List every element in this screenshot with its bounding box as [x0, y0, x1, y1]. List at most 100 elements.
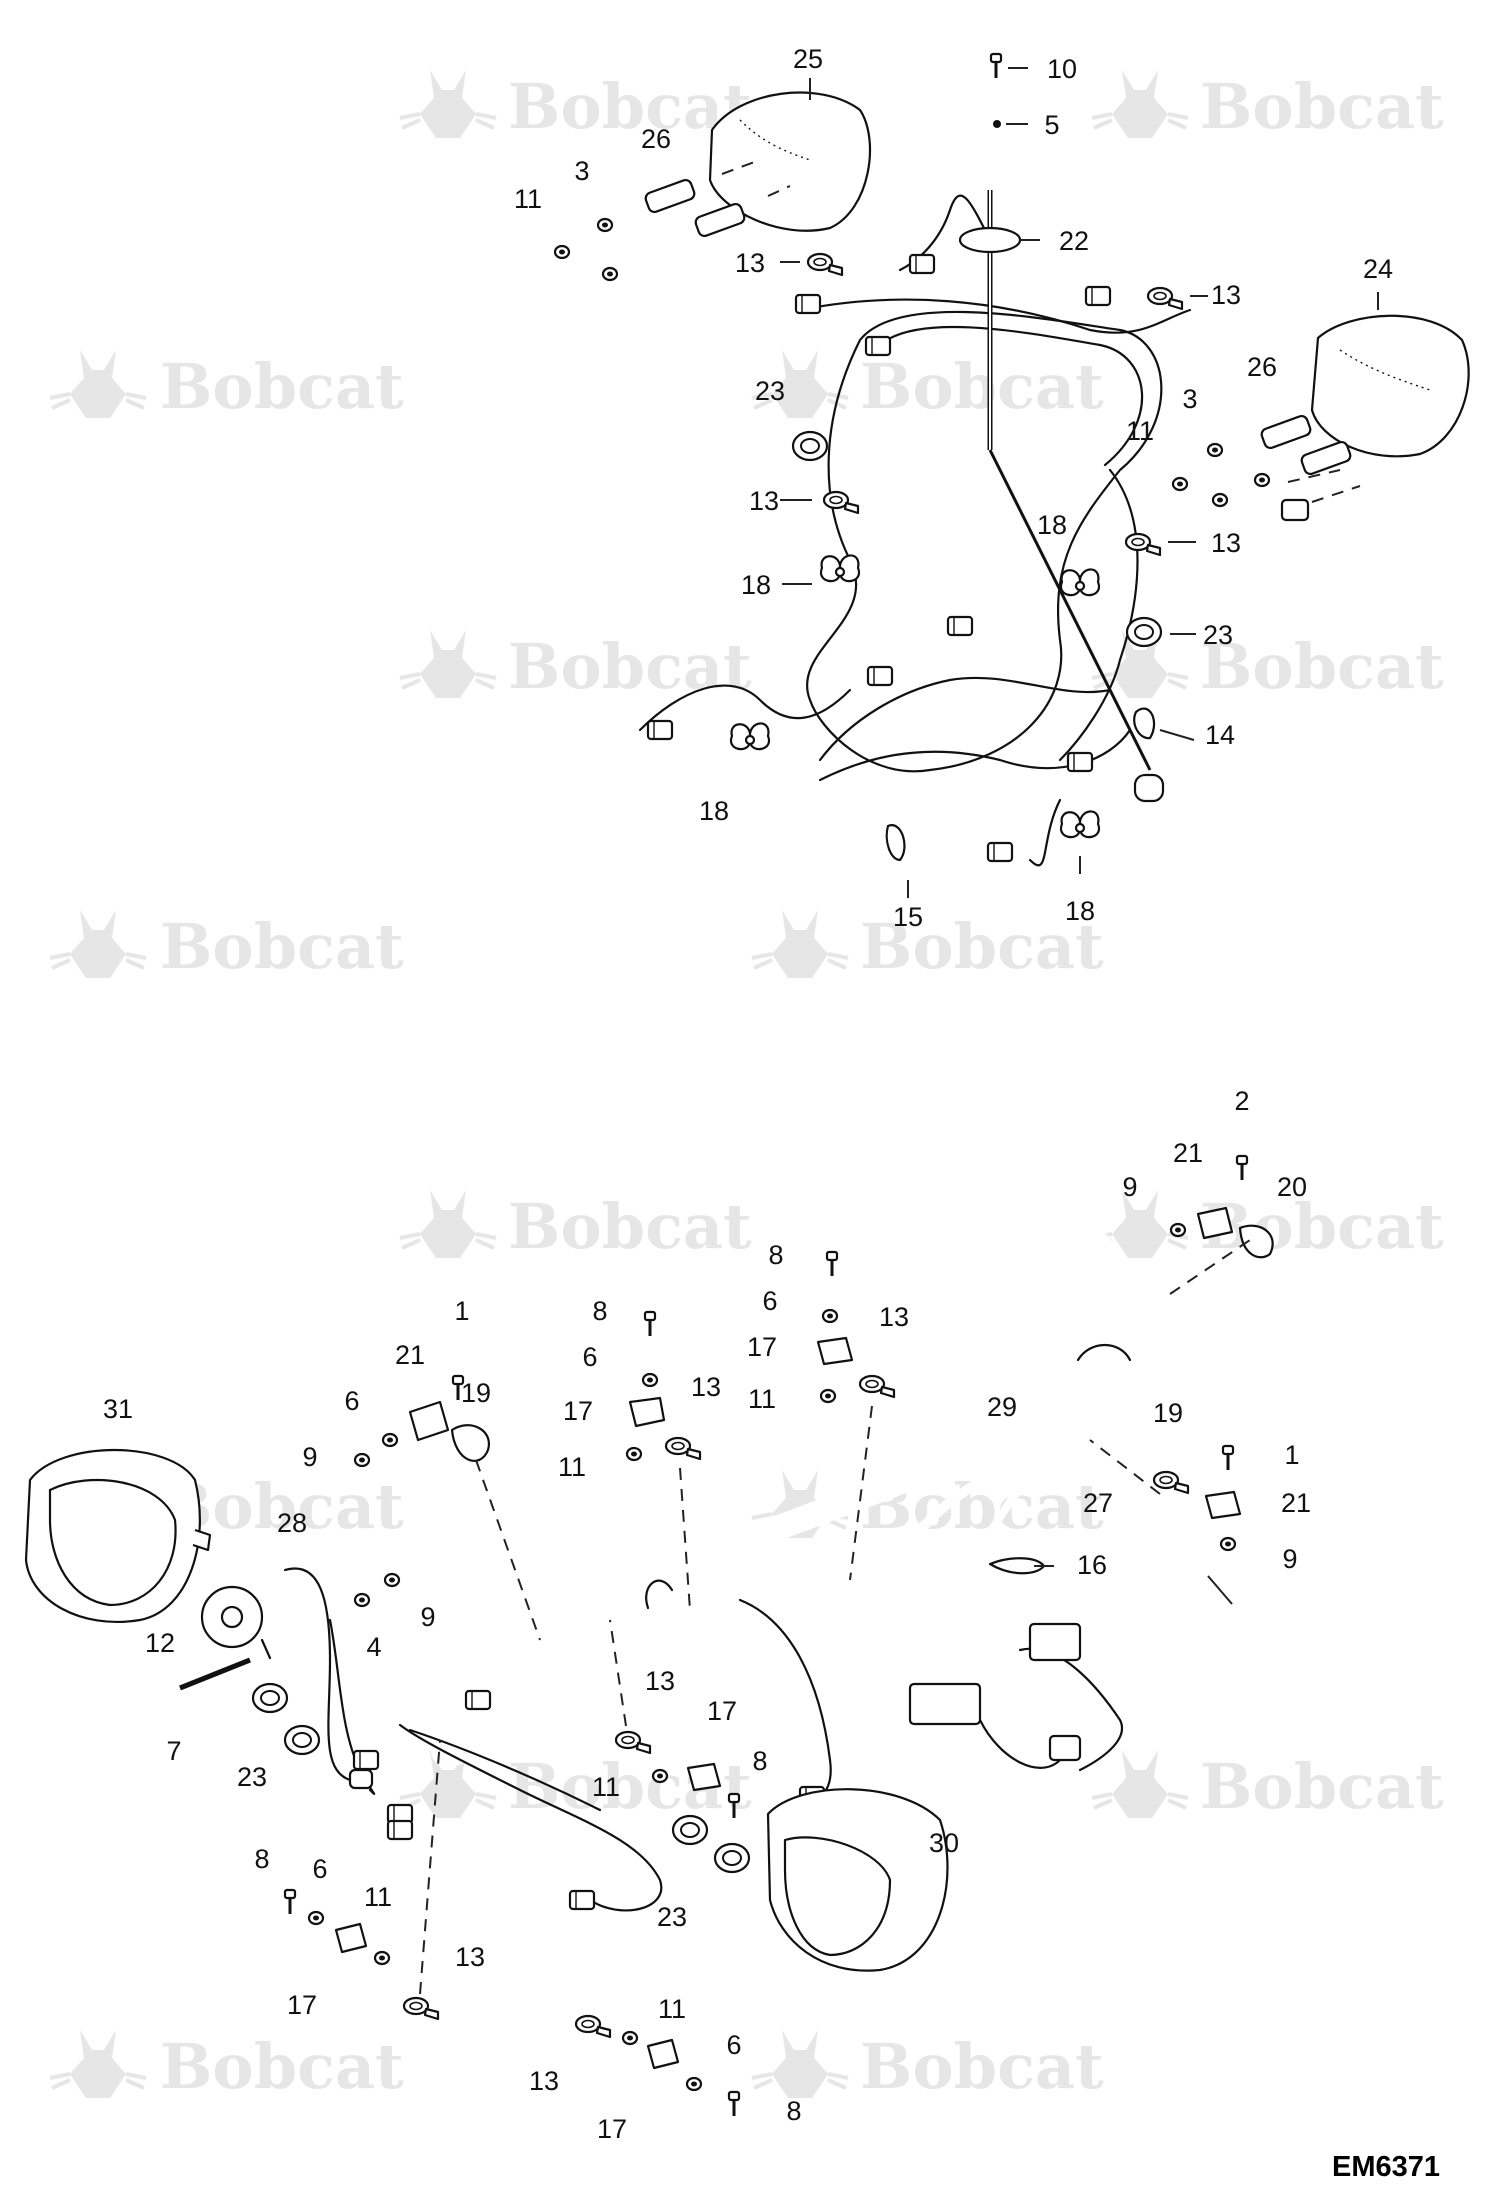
connector-icon [386, 1819, 414, 1841]
callout-label: 29 [987, 1392, 1017, 1422]
callout-label: 8 [592, 1296, 607, 1326]
bobcat-logo-icon: Bobcat [398, 628, 752, 703]
svg-text:Bobcat: Bobcat [508, 1190, 752, 1263]
callout-label: 26 [1247, 352, 1277, 382]
mount-hardware-group [1169, 1154, 1274, 1259]
callout-label: 9 [420, 1602, 435, 1632]
leader-lines [780, 67, 1379, 1605]
nut-icon [1211, 492, 1229, 508]
washer-icon [993, 120, 1001, 128]
callout-label: 8 [786, 2096, 801, 2126]
work-light-rear [24, 1449, 212, 1623]
clip-icon [1059, 568, 1101, 597]
svg-text:Bobcat: Bobcat [160, 910, 404, 983]
mount-hardware-group [614, 1730, 741, 1820]
callout-label: 13 [735, 248, 765, 278]
callout-label: 18 [1065, 896, 1095, 926]
callout-label: 26 [641, 124, 671, 154]
callout-label: 4 [366, 1632, 381, 1662]
drawing-code: EM6371 [1332, 2151, 1440, 2183]
clamp-icon [806, 252, 844, 277]
work-light-front [766, 1788, 949, 1972]
callout-label: 12 [145, 1628, 175, 1658]
callout-label: 8 [254, 1844, 269, 1874]
callout-label: 11 [558, 1452, 586, 1482]
callout-label: 23 [755, 376, 785, 406]
callout-label: 11 [748, 1384, 776, 1414]
callout-label: 13 [1211, 280, 1241, 310]
clip-icon [819, 554, 861, 583]
callout-label: 19 [1153, 1398, 1183, 1428]
grommet-icon [671, 1814, 709, 1846]
callout-label: 16 [1077, 1550, 1107, 1580]
nut-icon [1171, 476, 1189, 492]
callout-label: 20 [1277, 1172, 1307, 1202]
callout-label: 21 [1173, 1138, 1203, 1168]
spacer-26-front [1260, 414, 1352, 522]
grommet-icon [791, 430, 829, 462]
dome-light-front [1310, 314, 1470, 458]
bobcat-logo-icon: Bobcat [1090, 68, 1444, 143]
bolt-icon [989, 52, 1003, 80]
watermark-layer: Bobcat Bobcat Bobcat Bobcat Bobcat Bobca… [48, 68, 1444, 2103]
connector-icon [568, 1889, 596, 1911]
callout-label: 5 [1044, 110, 1059, 140]
callout-label: 22 [1059, 226, 1089, 256]
svg-text:Bobcat: Bobcat [860, 910, 1104, 983]
clamp-icon [822, 490, 860, 515]
mount-hardware-group [574, 2014, 741, 2118]
callout-label: 23 [657, 1902, 687, 1932]
callout-label: 13 [879, 1302, 909, 1332]
callout-label: 19 [461, 1378, 491, 1408]
bobcat-logo-icon: Bobcat [1090, 1748, 1444, 1823]
connector-icon [864, 335, 892, 357]
callout-label: 9 [1122, 1172, 1137, 1202]
callout-label: 17 [287, 1990, 317, 2020]
bobcat-logo-icon: Bobcat [750, 348, 1104, 423]
callout-label: 13 [645, 1666, 675, 1696]
callout-label: 24 [1363, 254, 1393, 284]
callout-label: 1 [1284, 1440, 1299, 1470]
callout-label: 10 [1047, 54, 1077, 84]
callout-label: 11 [514, 184, 542, 214]
bobcat-logo-icon: Bobcat [398, 1188, 752, 1263]
callout-label: 18 [741, 570, 771, 600]
sensor-rod-22 [958, 190, 1165, 803]
callout-label: 28 [277, 1508, 307, 1538]
callout-label: 6 [344, 1386, 359, 1416]
bobcat-logo-icon: Bobcat [1090, 1188, 1444, 1263]
callout-label: 3 [574, 156, 589, 186]
spacer-26-rear [644, 178, 746, 238]
callout-label: 13 [455, 1942, 485, 1972]
connector-icon [946, 615, 974, 637]
connector-icon [1084, 285, 1112, 307]
clamp-icon [1124, 532, 1162, 557]
svg-text:Bobcat: Bobcat [1200, 70, 1444, 143]
svg-text:Bobcat: Bobcat [508, 630, 752, 703]
svg-text:Bobcat: Bobcat [1200, 630, 1444, 703]
nut-icon [601, 266, 619, 282]
nut-icon [596, 217, 614, 233]
bobcat-logo-icon: Bobcat [750, 2028, 1104, 2103]
mount-hardware-group [1152, 1444, 1242, 1552]
nut-icon [553, 244, 571, 260]
relay-block-icon [908, 1622, 1082, 1762]
horn-12 [200, 1585, 272, 1660]
callout-label: 11 [658, 1994, 686, 2024]
nut-icon [1253, 472, 1271, 488]
callout-label: 11 [592, 1772, 620, 1802]
callout-label: 6 [312, 1854, 327, 1884]
callout-label: 13 [1211, 528, 1241, 558]
callout-label: 21 [1281, 1488, 1311, 1518]
callout-label: 3 [1182, 384, 1197, 414]
callout-label: 11 [1126, 416, 1154, 446]
callout-label: 6 [726, 2030, 741, 2060]
grommet-icon [713, 1842, 751, 1874]
callout-label: 14 [1205, 720, 1235, 750]
callout-label: 31 [103, 1394, 133, 1424]
callout-label: 18 [699, 796, 729, 826]
horn-wire-28 [283, 1567, 374, 1790]
connector-icon [986, 841, 1014, 863]
callout-label: 11 [364, 1882, 392, 1912]
